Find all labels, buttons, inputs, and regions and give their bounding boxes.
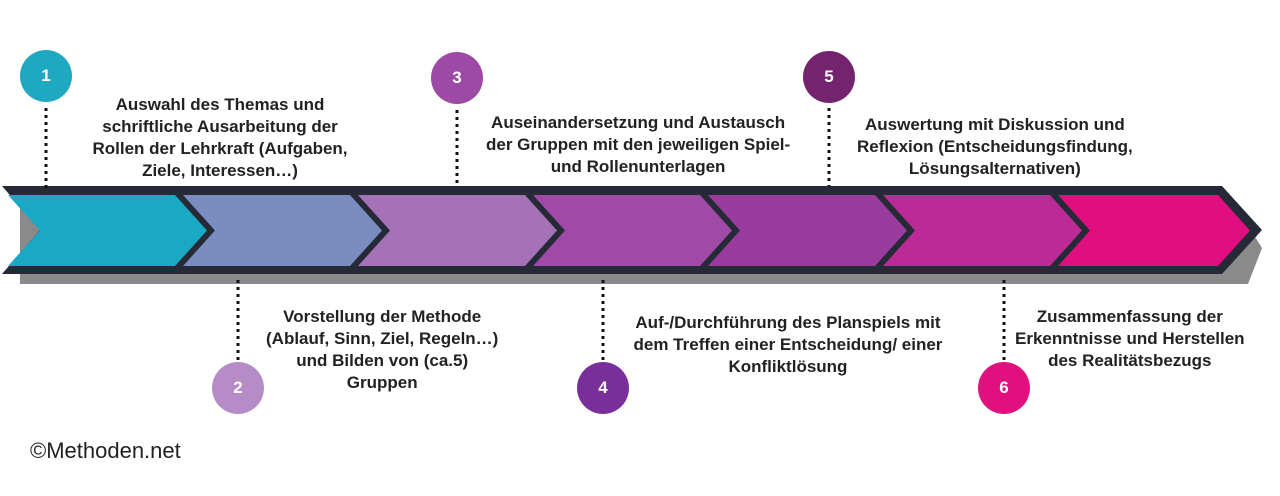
arrow-chevron-2 xyxy=(183,195,382,266)
step-label-line: schriftliche Ausarbeitung der xyxy=(102,117,338,136)
step-label-line: dem Treffen einer Entscheidung/ einer xyxy=(633,335,943,354)
arrow-chevron-7 xyxy=(1058,195,1250,266)
step-label-1: Auswahl des Themas und schriftliche Ausar… xyxy=(93,94,348,182)
step-label-line: Gruppen xyxy=(346,373,418,392)
step-circle-4: 4 xyxy=(577,362,629,414)
step-number: 6 xyxy=(999,378,1009,397)
step-number: 2 xyxy=(233,378,243,397)
step-circle-6: 6 xyxy=(978,362,1030,414)
step-circle-3: 3 xyxy=(431,52,483,104)
step-label-line: Auseinandersetzung und Austausch xyxy=(491,113,786,132)
step-label-line: und Bilden von (ca.5) xyxy=(296,351,469,370)
step-label-line: Rollen der Lehrkraft (Aufgaben, xyxy=(92,139,348,158)
step-label-line: Auswertung mit Diskussion und xyxy=(865,115,1125,134)
step-number: 5 xyxy=(824,67,834,86)
step-circle-5: 5 xyxy=(803,51,855,103)
step-label-line: Ziele, Interessen…) xyxy=(142,161,298,180)
step-label-line: der Gruppen mit den jeweiligen Spiel- xyxy=(486,135,791,154)
step-label-line: (Ablauf, Sinn, Ziel, Regeln…) xyxy=(266,329,499,348)
step-label-line: Auswahl des Themas und xyxy=(115,95,325,114)
step-label-4: Auf-/Durchführung des Planspiels mit dem … xyxy=(634,312,943,378)
copyright-text: ©Methoden.net xyxy=(30,438,181,463)
step-label-line: und Rollenunterlagen xyxy=(550,157,726,176)
step-label-2: Vorstellung der Methode (Ablauf, Sinn, Zi… xyxy=(266,306,498,394)
step-number: 3 xyxy=(452,68,462,87)
step-circle-2: 2 xyxy=(212,362,264,414)
arrow-chevron-5 xyxy=(708,195,907,266)
step-number: 1 xyxy=(41,66,51,85)
step-number: 4 xyxy=(598,378,608,397)
arrow-chevron-6 xyxy=(883,195,1082,266)
connector-group xyxy=(44,108,1006,362)
step-label-line: Vorstellung der Methode xyxy=(283,307,482,326)
step-label-line: Erkenntnisse und Herstellen xyxy=(1015,329,1245,348)
step-label-line: Lösungsalternativen) xyxy=(908,159,1081,178)
arrow-chevron-4 xyxy=(533,195,732,266)
step-label-line: Zusammenfassung der xyxy=(1036,307,1223,326)
step-label-line: Konfliktlösung xyxy=(728,357,848,376)
arrow-chevron-3 xyxy=(358,195,557,266)
step-label-line: Auf-/Durchführung des Planspiels mit xyxy=(635,313,941,332)
step-label-line: des Realitätsbezugs xyxy=(1048,351,1212,370)
step-circle-1: 1 xyxy=(20,50,72,102)
step-label-3: Auseinandersetzung und Austausch der Grup… xyxy=(486,112,790,178)
chevron-group xyxy=(8,195,1250,266)
step-label-line: Reflexion (Entscheidungsfindung, xyxy=(857,137,1133,156)
arrow-chevron-1 xyxy=(8,195,207,266)
